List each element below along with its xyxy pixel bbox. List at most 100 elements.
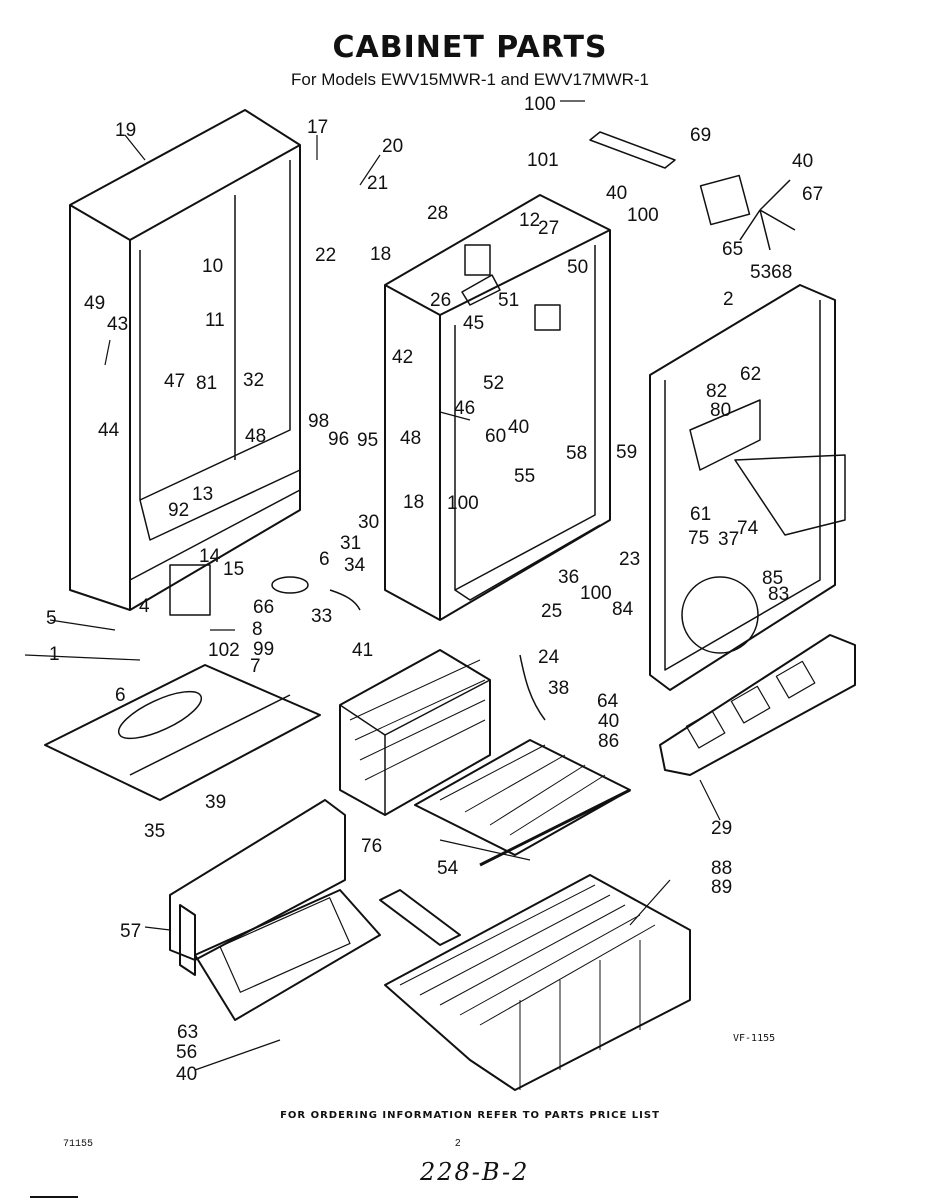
part-label-54: 54 bbox=[437, 858, 459, 879]
part-label-76: 76 bbox=[361, 836, 382, 857]
part-label-64: 64 bbox=[597, 691, 619, 712]
part-label-66: 66 bbox=[253, 597, 274, 618]
part-label-96: 96 bbox=[328, 429, 349, 450]
shelf-76-drawing bbox=[414, 739, 631, 867]
part-label-39: 39 bbox=[205, 792, 226, 813]
part-label-52: 52 bbox=[483, 373, 504, 394]
part-label-59: 59 bbox=[616, 442, 637, 463]
part-label-26: 26 bbox=[430, 290, 451, 311]
part-label-58: 58 bbox=[566, 443, 587, 464]
part-label-20: 20 bbox=[382, 136, 403, 157]
part-label-34: 34 bbox=[344, 555, 366, 576]
part-label-43: 43 bbox=[107, 314, 128, 335]
part-label-40: 40 bbox=[606, 183, 627, 204]
part-label-63: 63 bbox=[177, 1022, 198, 1043]
part-label-40: 40 bbox=[176, 1064, 197, 1085]
part-label-40: 40 bbox=[598, 711, 619, 732]
part-label-28: 28 bbox=[427, 203, 448, 224]
part-label-82: 82 bbox=[706, 381, 727, 402]
models-subtitle: For Models EWV15MWR-1 and EWV17MWR-1 bbox=[290, 70, 650, 89]
part-label-27: 27 bbox=[538, 218, 559, 239]
part-label-55: 55 bbox=[514, 466, 535, 487]
part-label-41: 41 bbox=[352, 640, 373, 661]
part-label-75: 75 bbox=[688, 528, 709, 549]
part-label-30: 30 bbox=[358, 512, 379, 533]
access-panel-drawing bbox=[169, 799, 381, 1021]
door-panel-drawing bbox=[649, 284, 846, 691]
part-label-86: 86 bbox=[598, 731, 619, 752]
part-label-80: 80 bbox=[710, 400, 731, 421]
cabinet-shell-drawing bbox=[69, 109, 301, 611]
part-label-48: 48 bbox=[245, 426, 266, 447]
part-label-10: 10 bbox=[202, 256, 223, 277]
page-title: CABINET PARTS bbox=[332, 30, 608, 65]
part-label-18: 18 bbox=[403, 492, 424, 513]
part-label-6: 6 bbox=[319, 549, 330, 570]
part-label-50: 50 bbox=[567, 257, 588, 278]
part-label-40: 40 bbox=[792, 151, 813, 172]
part-label-35: 35 bbox=[144, 821, 165, 842]
part-label-24: 24 bbox=[538, 647, 560, 668]
part-label-89: 89 bbox=[711, 877, 732, 898]
part-label-13: 13 bbox=[192, 484, 213, 505]
part-label-100: 100 bbox=[580, 583, 612, 604]
part-label-42: 42 bbox=[392, 347, 413, 368]
small-parts-drawing bbox=[169, 131, 796, 721]
part-label-33: 33 bbox=[311, 606, 332, 627]
part-label-5: 5 bbox=[46, 608, 57, 629]
figure-code: VF-1155 bbox=[733, 1033, 776, 1044]
part-label-5368: 5368 bbox=[750, 262, 792, 283]
part-label-56: 56 bbox=[176, 1042, 197, 1063]
part-label-40: 40 bbox=[508, 417, 529, 438]
part-label-101: 101 bbox=[527, 150, 559, 171]
document-number: 71155 bbox=[63, 1139, 94, 1150]
leader-lines bbox=[24, 100, 721, 1071]
part-label-84: 84 bbox=[612, 599, 634, 620]
part-label-92: 92 bbox=[168, 500, 189, 521]
part-label-8: 8 bbox=[252, 619, 263, 640]
part-label-62: 62 bbox=[740, 364, 761, 385]
part-label-88: 88 bbox=[711, 858, 732, 879]
basket-drawing bbox=[339, 649, 491, 816]
part-label-60: 60 bbox=[485, 426, 506, 447]
shelf-88-drawing bbox=[384, 874, 691, 1091]
part-label-45: 45 bbox=[463, 313, 484, 334]
part-label-95: 95 bbox=[357, 430, 378, 451]
part-label-85: 85 bbox=[762, 568, 783, 589]
part-label-37: 37 bbox=[718, 529, 739, 550]
part-label-32: 32 bbox=[243, 370, 264, 391]
part-label-100: 100 bbox=[447, 493, 479, 514]
part-label-6: 6 bbox=[115, 685, 126, 706]
handwritten-note: 228-B-2 bbox=[420, 1158, 530, 1186]
part-label-14: 14 bbox=[199, 546, 221, 567]
part-label-81: 81 bbox=[196, 373, 217, 394]
cabinet-liner-drawing bbox=[384, 194, 611, 621]
part-label-49: 49 bbox=[84, 293, 105, 314]
part-label-65: 65 bbox=[722, 239, 743, 260]
rack-54-drawing bbox=[379, 889, 461, 946]
part-label-18: 18 bbox=[370, 244, 391, 265]
part-label-4: 4 bbox=[139, 596, 150, 617]
part-label-51: 51 bbox=[498, 290, 519, 311]
ordering-note: FOR ORDERING INFORMATION REFER TO PARTS … bbox=[280, 1110, 660, 1121]
part-label-11: 11 bbox=[205, 310, 225, 331]
part-label-102: 102 bbox=[208, 640, 240, 661]
part-label-25: 25 bbox=[541, 601, 562, 622]
part-label-23: 23 bbox=[619, 549, 640, 570]
part-label-100: 100 bbox=[627, 205, 659, 226]
part-label-74: 74 bbox=[737, 518, 759, 539]
part-label-57: 57 bbox=[120, 921, 141, 942]
part-label-1: 1 bbox=[49, 644, 60, 665]
part-label-44: 44 bbox=[98, 420, 120, 441]
part-label-67: 67 bbox=[802, 184, 823, 205]
part-label-29: 29 bbox=[711, 818, 732, 839]
part-label-48: 48 bbox=[400, 428, 421, 449]
part-label-99: 99 bbox=[253, 639, 274, 660]
part-label-69: 69 bbox=[690, 125, 711, 146]
part-label-31: 31 bbox=[340, 533, 361, 554]
part-label-19: 19 bbox=[115, 120, 136, 141]
part-label-12: 12 bbox=[519, 210, 540, 231]
